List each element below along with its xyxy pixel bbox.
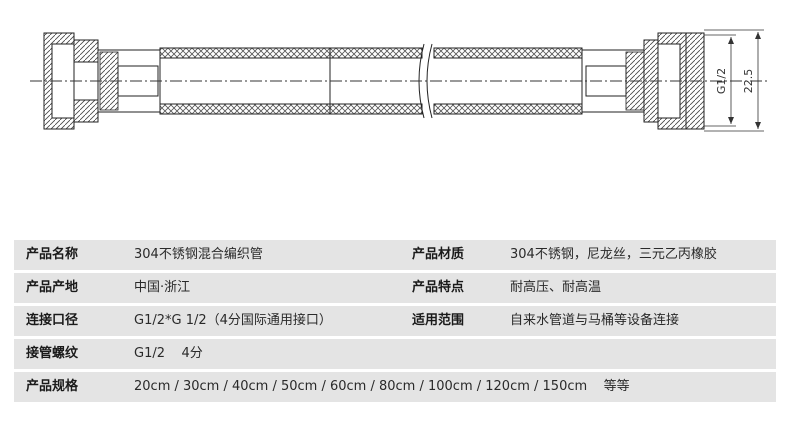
spec-row-sizes: 产品规格 20cm / 30cm / 40cm / 50cm / 60cm / …	[14, 372, 776, 402]
spec-value: 20cm / 30cm / 40cm / 50cm / 60cm / 80cm …	[134, 379, 630, 394]
spec-row-origin: 产品产地 中国·浙江 产品特点 耐高压、耐高温	[14, 273, 776, 303]
spec-label: 产品材质	[412, 247, 465, 262]
break-line-right	[426, 43, 433, 119]
spec-label: 连接口径	[26, 313, 79, 328]
spec-row-name: 产品名称 304不锈钢混合编织管 产品材质 304不锈钢，尼龙丝，三元乙丙橡胶	[14, 240, 776, 270]
spec-row-thread: 接管螺纹 G1/2 4分	[14, 339, 776, 369]
dimension-outer-label: 22.5	[742, 69, 755, 94]
dimension-thread-label: G1/2	[715, 68, 728, 94]
dimension-thread	[704, 34, 736, 127]
spec-label: 接管螺纹	[26, 346, 79, 361]
spec-value: 自来水管道与马桶等设备连接	[510, 313, 680, 328]
hose-technical-drawing: G1/2 22.5	[30, 29, 770, 132]
spec-table: 产品名称 304不锈钢混合编织管 产品材质 304不锈钢，尼龙丝，三元乙丙橡胶 …	[14, 240, 776, 405]
hose-right-segment	[433, 47, 583, 115]
spec-value: 耐高压、耐高温	[510, 280, 602, 295]
spec-value: 304不锈钢混合编织管	[134, 247, 263, 262]
left-ferrule	[97, 49, 161, 113]
dimension-outer	[704, 29, 764, 132]
spec-label: 产品产地	[26, 280, 79, 295]
spec-label: 产品名称	[26, 247, 79, 262]
spec-row-caliber: 连接口径 G1/2*G 1/2（4分国际通用接口） 适用范围 自来水管道与马桶等…	[14, 306, 776, 336]
spec-label: 产品特点	[412, 280, 465, 295]
spec-value: 304不锈钢，尼龙丝，三元乙丙橡胶	[510, 247, 717, 262]
spec-value: 中国·浙江	[134, 280, 191, 295]
spec-value: G1/2*G 1/2（4分国际通用接口）	[134, 313, 332, 328]
spec-label: 适用范围	[412, 313, 465, 328]
left-nut	[43, 32, 99, 130]
spec-value: G1/2 4分	[134, 346, 203, 361]
spec-label: 产品规格	[26, 379, 79, 394]
